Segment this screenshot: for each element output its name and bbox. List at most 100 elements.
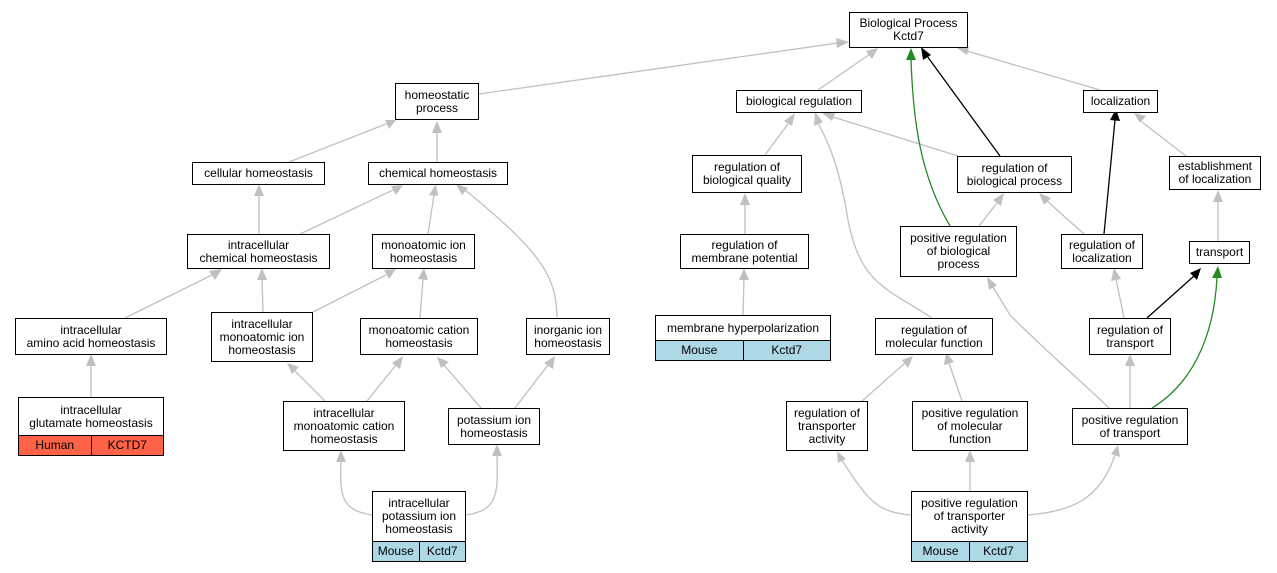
node-inorganic-ion-homeostasis[interactable]: inorganic ion homeostasis	[526, 318, 610, 355]
node-localization[interactable]: localization	[1083, 90, 1158, 113]
node-intracellular-amino-acid-homeostasis[interactable]: intracellular amino acid homeostasis	[15, 318, 167, 355]
edge-intrapot-intramonocation	[340, 459, 373, 516]
node-label: regulation of membrane potential	[691, 237, 798, 265]
arrowhead	[957, 47, 969, 55]
arrowhead	[385, 120, 396, 129]
edge-bioreg-bp	[817, 53, 871, 91]
arrowhead	[1134, 113, 1146, 123]
node-regulation-of-molecular-function[interactable]: regulation of molecular function	[875, 318, 993, 355]
arrowhead	[1213, 190, 1223, 202]
arrowhead	[837, 451, 846, 463]
edge-homeostatic-bp	[478, 42, 839, 95]
node-transport[interactable]: transport	[1189, 241, 1250, 264]
arrowhead	[822, 113, 835, 121]
edge-intramonoion-monoion	[312, 274, 387, 313]
edge-posregtransport-posregbio	[992, 286, 1110, 409]
species-cell: Mouse	[373, 542, 419, 561]
edge-regtransport-transport-black	[1146, 275, 1195, 319]
arrowhead	[987, 277, 997, 290]
edge-intrachem-chemhomeo	[299, 189, 394, 235]
edge-regloc-regbioproc	[1046, 200, 1085, 235]
node-label: positive regulation of transport	[1081, 412, 1179, 440]
node-label: chemical homeostasis	[378, 166, 498, 180]
arrowhead	[965, 450, 975, 462]
node-label: potassium ion homeostasis	[456, 412, 532, 440]
arrowhead	[836, 38, 849, 48]
arrowhead	[384, 269, 396, 279]
arrowhead	[86, 354, 96, 366]
node-label: regulation of molecular function	[885, 322, 983, 350]
arrowhead	[944, 352, 954, 365]
node-label: biological regulation	[745, 94, 853, 108]
node-regulation-of-biological-quality[interactable]: regulation of biological quality	[692, 155, 802, 193]
node-label: positive regulation of biological proces…	[910, 231, 1007, 271]
edge-monocation-monoion	[419, 278, 424, 319]
species-cell: Mouse	[912, 542, 969, 561]
node-label: homeostatic process	[404, 87, 470, 115]
node-intracellular-glutamate-homeostasis[interactable]: intracellular glutamate homeostasis Huma…	[18, 397, 164, 456]
node-establishment-of-localization[interactable]: establishment of localization	[1169, 156, 1261, 190]
arrowhead	[492, 444, 502, 456]
edge-posregbio-bp-green	[910, 58, 951, 227]
arrowhead	[391, 185, 403, 195]
edge-inorgion-chemhomeo	[464, 189, 558, 318]
edge-posregbio-regbioproc	[978, 202, 998, 227]
node-label: monoatomic ion homeostasis	[381, 237, 466, 265]
arrowhead	[814, 112, 823, 126]
node-regulation-of-transport[interactable]: regulation of transport	[1089, 318, 1171, 355]
node-homeostatic-process[interactable]: homeostatic process	[395, 83, 479, 120]
node-label: regulation of transport	[1096, 322, 1164, 350]
node-cellular-homeostasis[interactable]: cellular homeostasis	[192, 162, 325, 185]
node-positive-regulation-of-molecular-function[interactable]: positive regulation of molecular functio…	[912, 401, 1028, 451]
arrowhead	[287, 363, 299, 374]
arrowhead	[739, 268, 749, 280]
node-potassium-ion-homeostasis[interactable]: potassium ion homeostasis	[448, 408, 540, 445]
arrowhead	[902, 356, 913, 368]
node-label: transport	[1195, 245, 1244, 259]
node-regulation-of-transporter-activity[interactable]: regulation of transporter activity	[786, 401, 868, 451]
node-positive-regulation-of-transport[interactable]: positive regulation of transport	[1072, 408, 1188, 445]
edge-intramonocation-intramonoion	[294, 370, 326, 402]
node-label: establishment of localization	[1177, 159, 1253, 186]
node-regulation-of-biological-process[interactable]: regulation of biological process	[957, 156, 1072, 193]
arrowhead	[209, 269, 222, 280]
arrowhead	[544, 356, 555, 369]
node-biological-process[interactable]: Biological Process Kctd7	[849, 12, 968, 48]
node-label: positive regulation of transporter activ…	[921, 496, 1018, 536]
node-label: inorganic ion homeostasis	[533, 322, 603, 350]
edge-posregtransporter-posregtransport	[1026, 454, 1116, 516]
node-biological-regulation[interactable]: biological regulation	[736, 90, 862, 113]
node-regulation-of-membrane-potential[interactable]: regulation of membrane potential	[680, 234, 809, 269]
gene-cell: Kctd7	[418, 542, 465, 561]
edge-potion-inorgion	[514, 364, 549, 409]
node-label: membrane hyperpolarization	[666, 320, 820, 335]
node-chemical-homeostasis[interactable]: chemical homeostasis	[368, 162, 508, 185]
gene-cell: Kctd7	[742, 341, 830, 360]
node-positive-regulation-of-biological-process[interactable]: positive regulation of biological proces…	[900, 226, 1017, 277]
node-regulation-of-localization[interactable]: regulation of localization	[1061, 234, 1143, 269]
node-label: intracellular monoatomic cation homeosta…	[293, 405, 395, 446]
edge-posregtransporter-regtransporter	[841, 459, 912, 516]
node-intracellular-potassium-ion-homeostasis[interactable]: intracellular potassium ion homeostasis …	[372, 491, 466, 562]
arrowhead	[1190, 268, 1201, 280]
node-intracellular-monoatomic-ion-homeostasis[interactable]: intracellular monoatomic ion homeostasis	[211, 312, 313, 362]
node-positive-regulation-of-transporter-activity[interactable]: positive regulation of transporter activ…	[911, 491, 1028, 562]
arrowhead	[254, 184, 264, 196]
node-intracellular-monoatomic-cation-homeostasis[interactable]: intracellular monoatomic cation homeosta…	[283, 401, 405, 451]
arrowhead	[740, 193, 750, 205]
node-label: intracellular chemical homeostasis	[199, 237, 318, 265]
arrowhead	[1110, 109, 1120, 121]
arrowhead	[257, 268, 267, 280]
node-intracellular-chemical-homeostasis[interactable]: intracellular chemical homeostasis	[187, 234, 330, 269]
arrowhead	[1125, 354, 1135, 366]
node-monoatomic-cation-homeostasis[interactable]: monoatomic cation homeostasis	[360, 318, 478, 355]
node-label: intracellular potassium ion homeostasis	[381, 496, 457, 536]
node-monoatomic-ion-homeostasis[interactable]: monoatomic ion homeostasis	[372, 234, 475, 269]
node-label: regulation of transporter activity	[793, 405, 861, 446]
edge-cellhomeo-homeostatic	[288, 123, 387, 163]
